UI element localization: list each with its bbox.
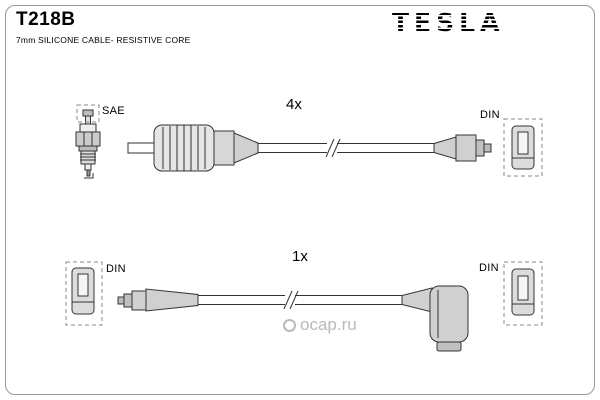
- din-terminal-box-bottom-left: [65, 261, 103, 326]
- watermark-text: ocap.ru: [300, 315, 357, 334]
- product-subtitle: 7mm SILICONE CABLE- RESISTIVE CORE: [16, 35, 191, 45]
- spark-plug-icon: [75, 109, 101, 179]
- din-label-bottom-left: DIN: [106, 263, 126, 275]
- din-terminal-box-bottom-right: [503, 261, 543, 326]
- watermark: ocap.ru: [283, 315, 357, 335]
- watermark-ring-icon: [283, 318, 296, 332]
- cable-break-mark: [325, 138, 341, 158]
- tesla-logo: TESLA: [390, 8, 507, 37]
- top-cable-assembly: [127, 124, 492, 172]
- bottom-quantity-label: 1x: [292, 248, 308, 265]
- din-terminal-box-top-right: [503, 118, 543, 177]
- top-quantity-label: 4x: [286, 96, 302, 113]
- cable-break-mark: [283, 290, 299, 310]
- bottom-cable-assembly: [117, 285, 469, 352]
- part-number: T218B: [16, 9, 76, 30]
- elbow-boot: [401, 285, 469, 352]
- logo-stripes-overlay: [390, 8, 507, 37]
- sae-label: SAE: [102, 105, 125, 117]
- din-label-bottom-right: DIN: [479, 262, 499, 274]
- sae-terminal-box: [76, 104, 100, 123]
- din-label-top-right: DIN: [480, 109, 500, 121]
